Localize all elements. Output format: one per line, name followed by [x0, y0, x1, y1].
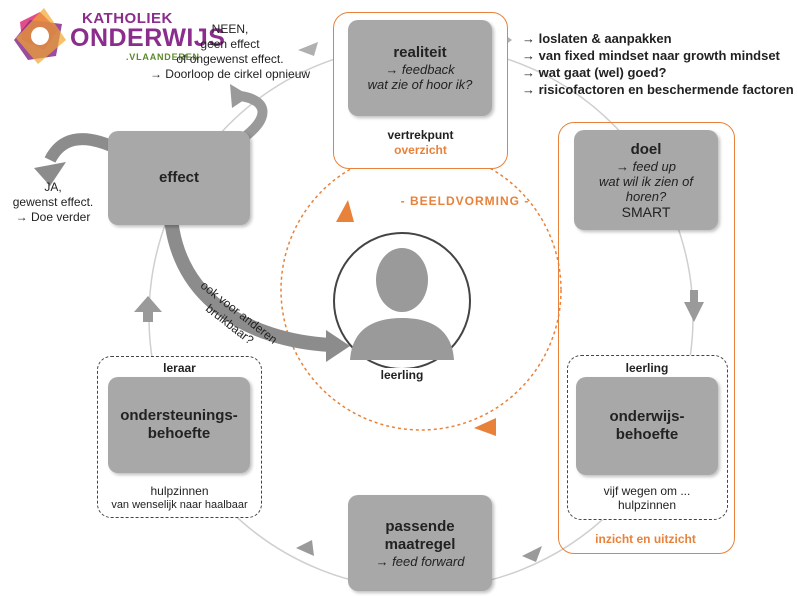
- neen-line1: NEEN,: [211, 22, 249, 36]
- logo-line1: KATHOLIEK: [82, 10, 173, 27]
- arrow-to-realiteit-icon: [298, 42, 318, 56]
- arrow-up-left-icon: [134, 296, 162, 312]
- inzicht-label: inzicht en uitzicht: [595, 532, 696, 546]
- arrow-down-right-icon: [684, 302, 704, 322]
- ja-note: JA, gewenst effect. → Doe verder: [0, 180, 106, 225]
- guiding-point: → loslaten & aanpakken: [522, 31, 672, 46]
- ja-line3: → Doe verder: [15, 210, 91, 224]
- onderwijsbehoefte-header: leerling: [625, 361, 669, 375]
- realiteit-sub1: → feedback: [385, 62, 455, 77]
- ondersteuning-title2: behoefte: [147, 425, 211, 442]
- beeldvorming-label: - BEELDVORMING -: [400, 194, 530, 208]
- guiding-point: → van fixed mindset naar growth mindset: [522, 48, 780, 63]
- maatregel-box: passende maatregel → feed forward: [348, 495, 492, 591]
- doel-sub2: wat wil ik zien of: [599, 173, 693, 189]
- effect-box: effect: [108, 131, 250, 225]
- doel-sub4: SMART: [621, 203, 671, 220]
- onderwijsbehoefte-foot2: hulpzinnen: [617, 498, 677, 512]
- neen-line4: → Doorloop de cirkel opnieuw: [149, 67, 311, 81]
- logo-line2: ONDERWIJS: [70, 24, 226, 52]
- overzicht-label: overzicht: [394, 143, 447, 157]
- maatregel-title1: passende: [385, 517, 455, 535]
- effect-title: effect: [158, 169, 199, 186]
- onderwijsbehoefte-title2: behoefte: [615, 426, 679, 443]
- ja-line1: JA,: [44, 180, 62, 194]
- guiding-point: → risicofactoren en beschermende factore…: [522, 82, 794, 97]
- realiteit-sub2: wat zie of hoor ik?: [367, 77, 473, 92]
- doel-box: doel → feed up wat wil ik zien of horen?…: [574, 130, 718, 230]
- maatregel-sub: → feed forward: [375, 553, 465, 569]
- ondersteuning-header: leraar: [163, 361, 196, 375]
- ja-line2: gewenst effect.: [12, 195, 94, 209]
- ondersteuning-foot2: van wenselijk naar haalbaar: [111, 499, 248, 511]
- onderwijsbehoefte-title1: onderwijs-: [609, 408, 685, 425]
- curve-arrow-top-icon: [237, 91, 268, 145]
- realiteit-box: realiteit → feedback wat zie of hoor ik?: [348, 20, 492, 116]
- arrow-bottom-left-icon: [296, 540, 314, 556]
- curve-arrow-center-icon: [163, 199, 331, 352]
- arrow-bottom-right-icon: [522, 546, 542, 562]
- doel-title: doel: [630, 140, 662, 158]
- neen-line2: geen effect: [200, 37, 260, 51]
- ondersteuning-foot1: hulpzinnen: [150, 484, 209, 498]
- guiding-point: → wat gaat (wel) goed?: [522, 65, 667, 80]
- doel-sub1: → feed up: [616, 158, 676, 174]
- vertrekpunt-label: vertrekpunt: [387, 128, 454, 142]
- neen-note: NEEN, geen effect of ongewenst effect. →…: [130, 22, 330, 82]
- guiding-points-list: → loslaten & aanpakken → van fixed minds…: [522, 30, 794, 98]
- maatregel-title2: maatregel: [384, 535, 456, 553]
- person-silhouette-icon: [350, 248, 454, 360]
- onderwijsbehoefte-box: onderwijs- behoefte: [576, 377, 718, 475]
- doel-sub3: horen?: [625, 188, 667, 204]
- orange-arrow-up-icon: [336, 200, 354, 222]
- logo-line3: .VLAANDEREN: [126, 52, 200, 62]
- onderwijsbehoefte-foot1: vijf wegen om ...: [603, 484, 691, 498]
- logo-mark-icon: [14, 8, 66, 64]
- orange-arrow-left-icon: [474, 418, 496, 436]
- ondersteuning-box: ondersteunings- behoefte: [108, 377, 250, 473]
- center-learner-label: leerling: [362, 368, 442, 382]
- realiteit-title: realiteit: [393, 44, 447, 61]
- inzicht-frame: [558, 122, 735, 554]
- ondersteuning-title1: ondersteunings-: [120, 407, 238, 424]
- beeldvorming-circle: [280, 149, 562, 431]
- neen-line3: of ongewenst effect.: [176, 52, 284, 66]
